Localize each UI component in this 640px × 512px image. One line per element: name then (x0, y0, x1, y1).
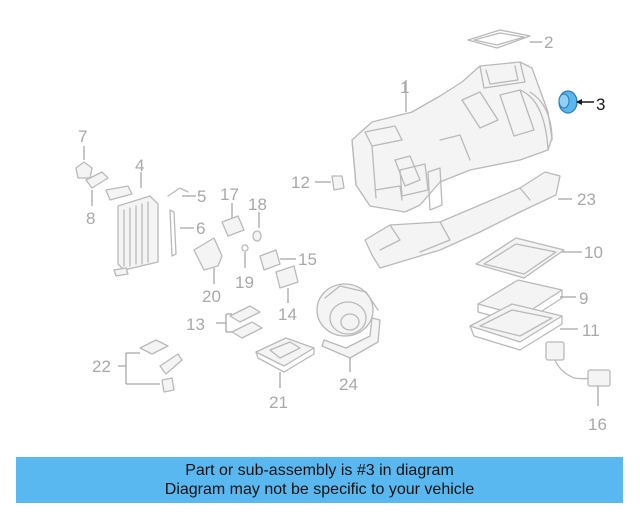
part-1-hvac-case (351, 61, 553, 213)
callout-12: 12 (291, 173, 310, 192)
part-5-pipe (167, 187, 196, 197)
callout-8: 8 (86, 209, 95, 228)
callout-1: 1 (400, 78, 409, 97)
part-19-screw (241, 244, 249, 268)
callout-14: 14 (278, 305, 297, 324)
part-20-actuator (193, 237, 223, 284)
callout-22: 22 (92, 357, 111, 376)
callout-21: 21 (269, 393, 288, 412)
part-14-module (275, 265, 299, 303)
banner-line-2: Diagram may not be specific to your vehi… (164, 481, 475, 498)
callout-20: 20 (202, 287, 221, 306)
part-22-assembly (118, 339, 183, 393)
part-17-actuator (221, 203, 245, 237)
banner-line-1: Part or sub-assembly is #3 in diagram (185, 462, 454, 479)
callout-23: 23 (577, 190, 596, 209)
part-24-blower-motor (316, 283, 381, 372)
part-11-filter-housing (469, 303, 578, 351)
part-8-bracket (85, 171, 109, 206)
callout-5: 5 (197, 187, 206, 206)
part-7-clip (75, 146, 93, 179)
part-15-sensor (259, 249, 296, 271)
callout-18: 18 (248, 195, 267, 214)
callout-16: 16 (588, 415, 607, 434)
part-3-grommet (558, 90, 594, 114)
callout-17: 17 (220, 185, 239, 204)
part-6-pipe (169, 209, 194, 257)
part-23-duct (364, 171, 572, 269)
part-2-gasket (467, 29, 542, 49)
parts-diagram: 2 1 3 7 4 12 17 5 23 18 8 6 10 15 19 20 … (75, 29, 611, 434)
callout-19: 19 (235, 273, 254, 292)
part-18-clip (252, 212, 262, 242)
callout-3: 3 (596, 95, 605, 114)
callout-6: 6 (196, 219, 205, 238)
callout-24: 24 (339, 375, 358, 394)
part-10-filter (475, 237, 582, 279)
callout-11: 11 (582, 321, 600, 340)
part-16-wiring (545, 341, 611, 406)
part-12-fastener (315, 175, 345, 191)
part-21-resistor (255, 337, 315, 388)
callout-9: 9 (579, 289, 588, 308)
callout-10: 10 (584, 243, 603, 262)
callout-7: 7 (78, 127, 87, 146)
part-4-heater-core (105, 172, 159, 277)
part-13-clips (216, 305, 263, 339)
info-banner: Part or sub-assembly is #3 in diagram Di… (16, 457, 623, 503)
callout-15: 15 (298, 250, 317, 269)
callout-2: 2 (544, 33, 553, 52)
callout-4: 4 (135, 156, 144, 175)
callout-13: 13 (186, 315, 205, 334)
